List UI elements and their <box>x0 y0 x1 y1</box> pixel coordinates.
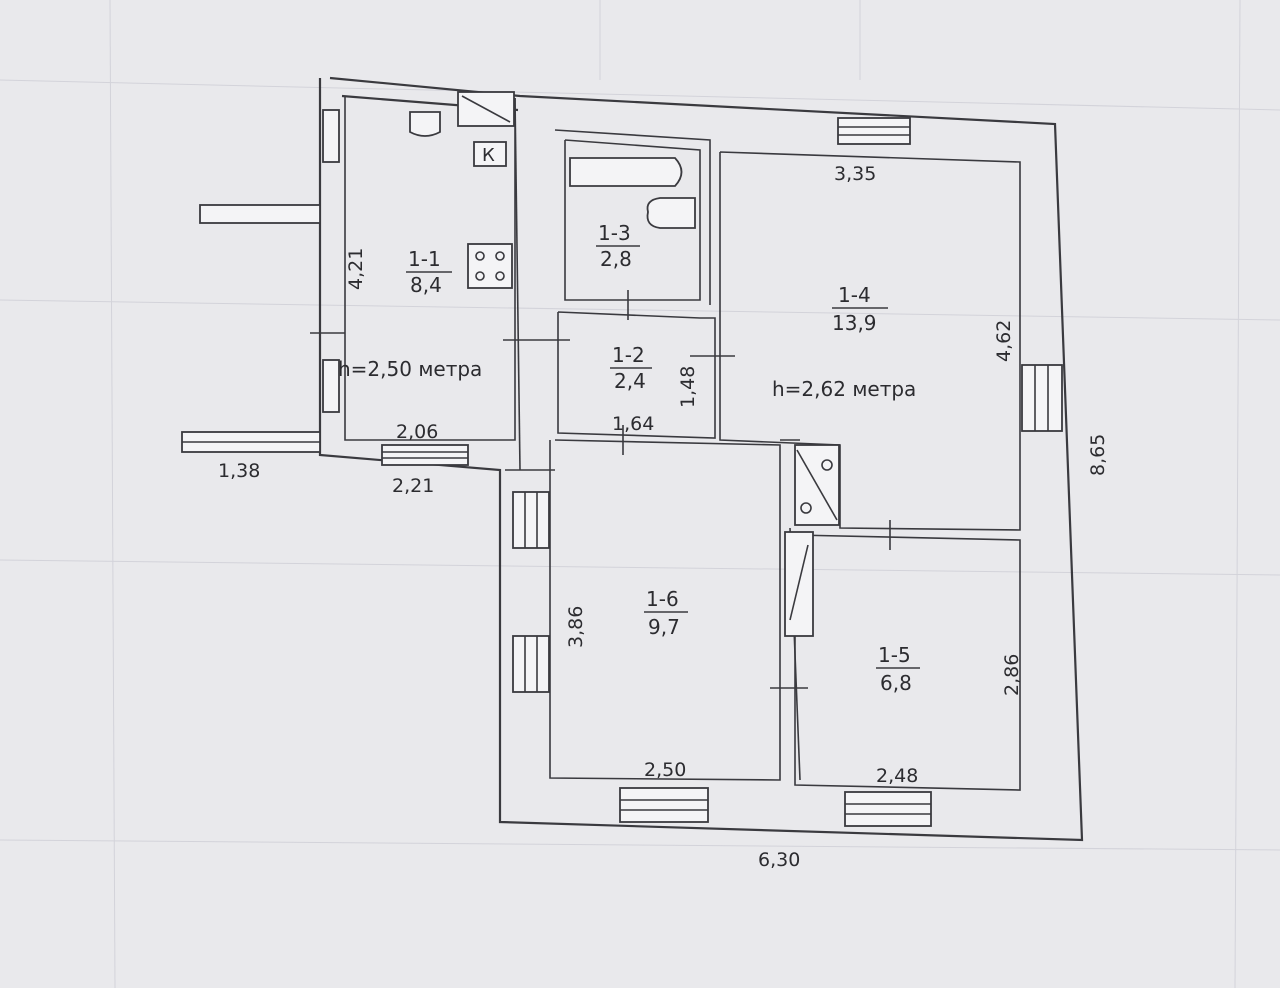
dim-1-48: 1,48 <box>677 366 699 408</box>
cooktop-icon <box>467 243 513 289</box>
room-1-5: 1-5 6,8 <box>876 643 920 695</box>
room-1-4-area: 13,9 <box>832 311 877 335</box>
dim-3-86: 3,86 <box>565 606 587 648</box>
room-1-6-number: 1-6 <box>646 587 679 611</box>
stove-k-label: К <box>482 145 495 166</box>
room-1-6-area: 9,7 <box>648 615 680 639</box>
window-1-1-left <box>322 109 340 163</box>
sink-icon <box>409 111 441 137</box>
room-1-3-number: 1-3 <box>598 221 631 245</box>
windows <box>322 109 1063 827</box>
dim-6-30: 6,30 <box>758 849 800 871</box>
dim-2-21: 2,21 <box>392 475 434 497</box>
dim-8-65: 8,65 <box>1087 434 1109 476</box>
room-1-5-area: 6,8 <box>880 671 912 695</box>
fixtures: К <box>409 91 840 637</box>
dim-1-64: 1,64 <box>612 413 654 435</box>
dim-2-86: 2,86 <box>1001 654 1023 696</box>
window-1-1-left-lower <box>322 359 340 413</box>
bathtub-icon <box>569 157 683 187</box>
window-top <box>837 117 911 145</box>
dim-2-48: 2,48 <box>876 765 918 787</box>
window-1-1-bottom <box>381 444 469 466</box>
window-left-2 <box>512 635 550 693</box>
room-1-2: 1-2 2,4 <box>610 343 652 393</box>
window-bottom-1-5 <box>844 791 932 827</box>
room-1-2-area: 2,4 <box>614 369 646 393</box>
ceiling-height-right: h=2,62 метра <box>772 377 916 401</box>
room-1-2-number: 1-2 <box>612 343 645 367</box>
dim-1-38: 1,38 <box>218 460 260 482</box>
dim-2-50: 2,50 <box>644 759 686 781</box>
room-1-1: 1-1 8,4 <box>406 247 452 297</box>
dim-4-62: 4,62 <box>993 320 1015 362</box>
room-1-4-number: 1-4 <box>838 283 871 307</box>
window-right <box>1021 364 1063 432</box>
stove-k-icon <box>473 141 507 167</box>
room-1-1-number: 1-1 <box>408 247 441 271</box>
room-1-1-area: 8,4 <box>410 273 442 297</box>
dimensions: 4,21 2,06 1,38 2,21 3,35 4,62 8,65 1,48 … <box>218 163 1109 871</box>
room-1-3: 1-3 2,8 <box>596 221 640 271</box>
toilet-icon <box>646 197 696 229</box>
dim-4-21: 4,21 <box>345 248 367 290</box>
ceiling-height-left: h=2,50 метра <box>338 357 482 381</box>
porch <box>181 204 321 453</box>
room-1-5-number: 1-5 <box>878 643 911 667</box>
room-1-6: 1-6 9,7 <box>644 587 688 639</box>
door-marks <box>310 290 891 689</box>
dim-2-06: 2,06 <box>396 421 438 443</box>
interior-walls <box>344 96 1021 791</box>
room-labels: 1-1 8,4 1-2 2,4 1-3 2,8 1-4 13,9 1-5 6,8… <box>406 221 920 695</box>
room-1-4: 1-4 13,9 <box>832 283 888 335</box>
room-1-3-area: 2,8 <box>600 247 632 271</box>
window-left-1 <box>512 491 550 549</box>
dim-3-35: 3,35 <box>834 163 876 185</box>
window-bottom-1-6 <box>619 787 709 823</box>
